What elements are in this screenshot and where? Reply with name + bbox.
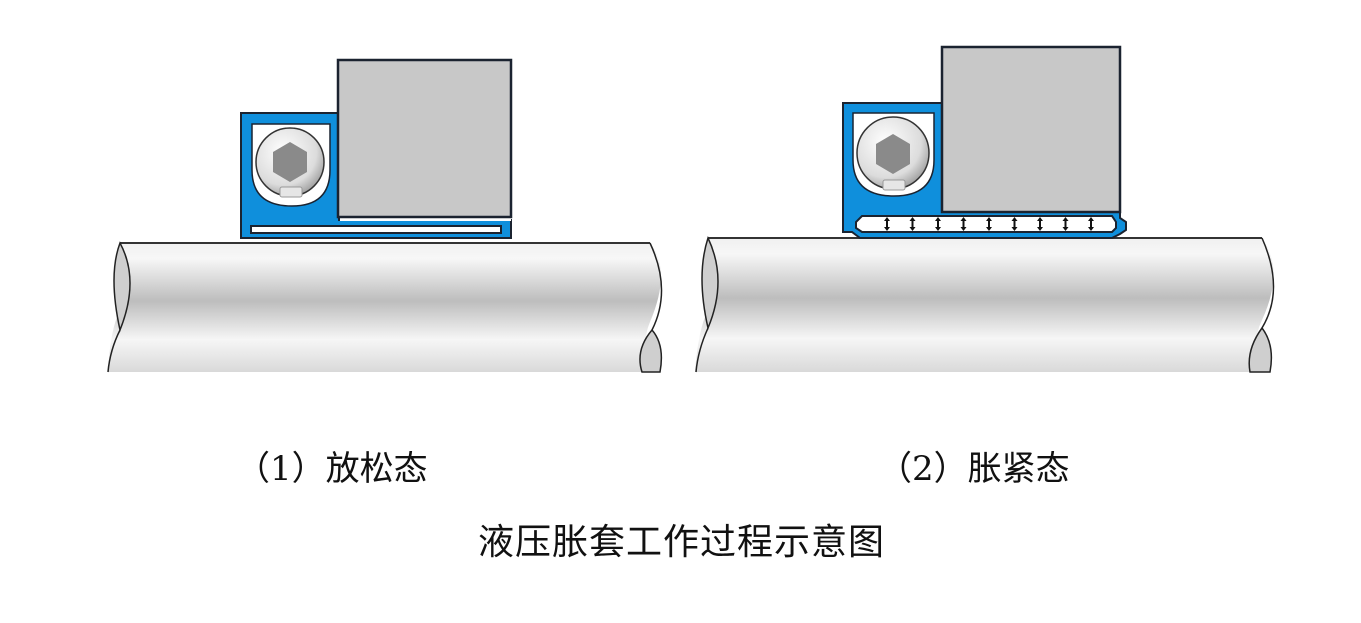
caption-tensioned: （2）胀紧态	[878, 449, 1070, 489]
pressure-arrow	[1037, 217, 1043, 231]
pressure-arrow	[935, 217, 941, 231]
screw-plug	[251, 123, 331, 207]
pressure-arrow	[884, 217, 890, 231]
shaft	[695, 235, 1275, 373]
pressure-arrow	[909, 217, 916, 231]
panel-tensioned	[695, 45, 1275, 373]
shaft-right-end	[1248, 326, 1273, 373]
shaft	[107, 241, 663, 373]
pressure-arrow	[1088, 217, 1094, 231]
oil-chamber	[250, 225, 502, 234]
pressure-arrow	[1011, 217, 1018, 231]
pressure-arrows	[884, 217, 1094, 231]
caption-released: （1）放松态	[236, 449, 428, 489]
hex-socket-icon	[876, 134, 910, 174]
pressure-arrow	[960, 217, 967, 231]
diagram-title: 液压胀套工作过程示意图	[478, 522, 886, 563]
pressure-arrow	[986, 217, 992, 231]
shaft-right-end	[639, 328, 663, 373]
oil-chamber	[855, 215, 1117, 233]
hex-socket-icon	[273, 142, 307, 182]
panel-released	[107, 58, 663, 373]
hub	[940, 45, 1122, 214]
hub	[336, 58, 513, 221]
screw-plug	[852, 112, 935, 197]
pressure-arrow	[1062, 217, 1069, 231]
